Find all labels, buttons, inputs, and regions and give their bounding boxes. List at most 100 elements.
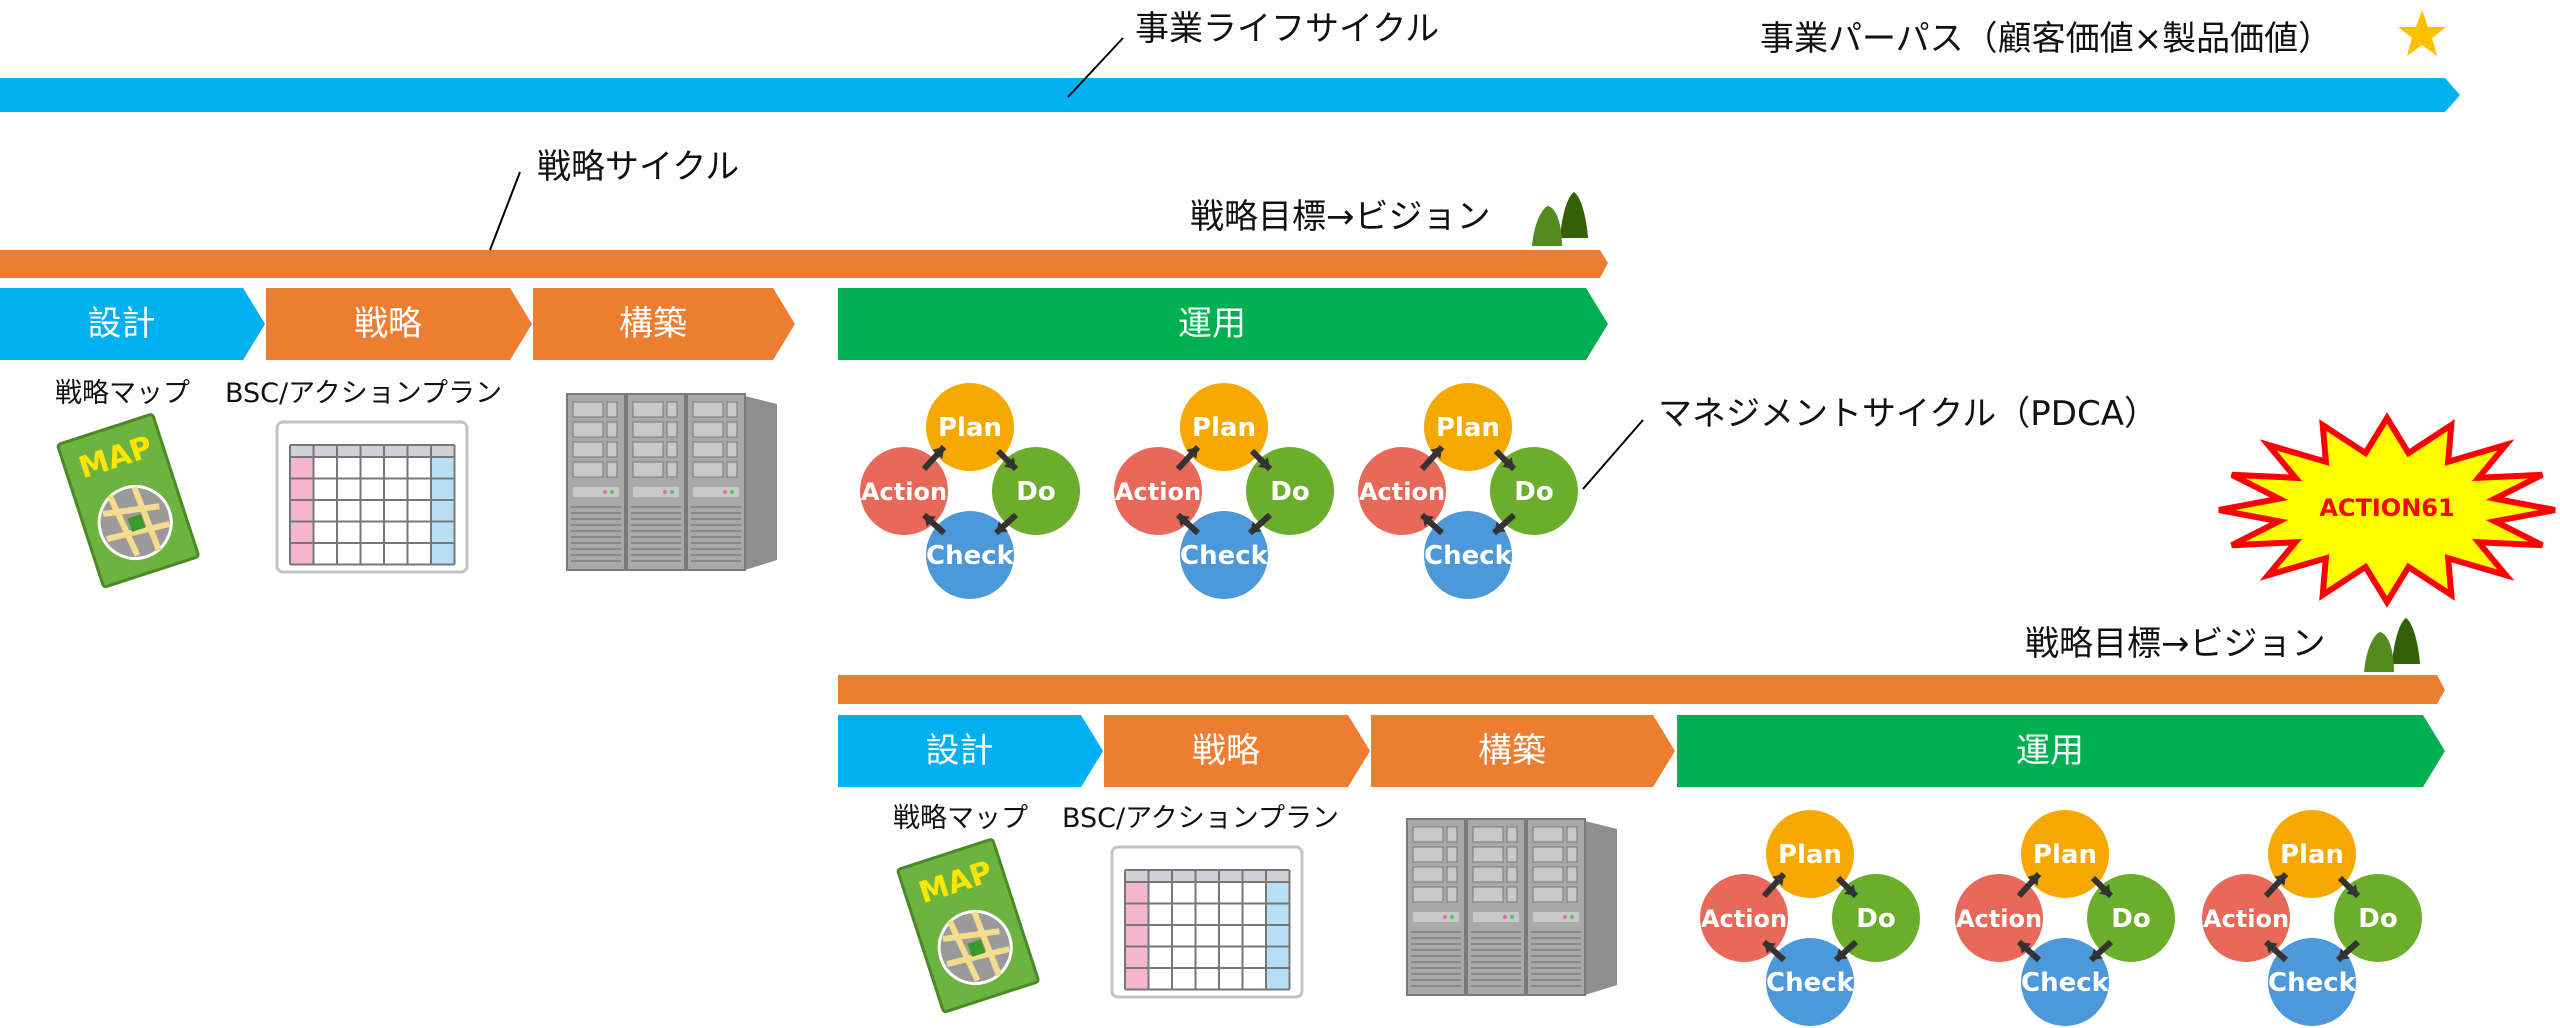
pdca-arrowhead [1430, 447, 1442, 459]
pdca-arrowhead [1422, 515, 1434, 527]
pdca-arrowhead [2346, 884, 2358, 896]
do-text: Do [1270, 477, 1309, 507]
check-text: Check [2021, 968, 2110, 998]
pdca-arrowhead [1250, 521, 1262, 533]
pdca-arrowhead [1186, 447, 1198, 459]
check-circle [1424, 511, 1512, 599]
check-text: Check [926, 541, 1015, 571]
mountain-icon-2 [2364, 618, 2420, 672]
pdca-arrowhead [996, 521, 1008, 533]
strategy-cycle-leader-line [489, 171, 521, 251]
check-circle [926, 511, 1014, 599]
server-rack-icon [1406, 818, 1617, 996]
plan-circle [926, 383, 1014, 471]
plan-text: Plan [938, 413, 1002, 443]
do-text: Do [1856, 904, 1895, 934]
pdca-arrowhead [1258, 457, 1270, 469]
pdca-arrowhead [2091, 948, 2103, 960]
action-text: Action [1359, 478, 1445, 506]
plan-text: Plan [1436, 413, 1500, 443]
plan-text: Plan [2033, 840, 2097, 870]
pdca-arrowhead [1764, 942, 1776, 954]
plan-text: Plan [2280, 840, 2344, 870]
map-book-icon: MAP [896, 838, 1040, 1014]
pdca-arrowhead [1844, 884, 1856, 896]
strategy-map-label: 戦略マップ [55, 378, 190, 409]
bsc-action-plan-label: BSC/アクションプラン [225, 378, 502, 409]
check-circle [1766, 938, 1854, 1026]
strategy-cycle-arrow-2 [838, 675, 2445, 704]
phase-label: 運用 [1178, 304, 1246, 344]
server-rack-icon [566, 393, 777, 571]
pdca-arrowhead [1004, 457, 1016, 469]
pdca-arrowhead [2027, 874, 2039, 886]
check-text: Check [1180, 541, 1269, 571]
plan-circle [2021, 810, 2109, 898]
pdca-arrowhead [1836, 948, 1848, 960]
management-cycle-label: マネジメントサイクル（PDCA） [1658, 394, 2158, 434]
pdca-arrowhead [1494, 521, 1506, 533]
phase-label: 運用 [2016, 731, 2084, 771]
do-text: Do [1016, 477, 1055, 507]
table-sheet-icon [275, 420, 469, 574]
check-text: Check [1424, 541, 1513, 571]
pdca-arrowhead [2019, 942, 2031, 954]
check-text: Check [2268, 968, 2357, 998]
pdca-arrowhead [2266, 942, 2278, 954]
phase-label: 戦略 [1192, 731, 1260, 771]
action-text: Action [861, 478, 947, 506]
check-text: Check [1766, 968, 1855, 998]
action-text: Action [1956, 905, 2042, 933]
map-book-icon: MAP [56, 413, 200, 589]
do-text: Do [1514, 477, 1553, 507]
mountain-icon-1 [1532, 192, 1588, 246]
plan-circle [1424, 383, 1512, 471]
plan-circle [2268, 810, 2356, 898]
action-text: Action [1701, 905, 1787, 933]
strategy-cycle-arrow-1 [0, 250, 1608, 278]
action61-text: ACTION61 [2319, 494, 2455, 522]
star-icon [2398, 10, 2446, 56]
check-circle [2021, 938, 2109, 1026]
strategy-cycle-label: 戦略サイクル [537, 147, 740, 187]
action-text: Action [1115, 478, 1201, 506]
pdca-arrowhead [932, 447, 944, 459]
pdca-arrowhead [2274, 874, 2286, 886]
phase-label: 設計 [925, 731, 994, 771]
pdca-arrowhead [1502, 457, 1514, 469]
management-cycle-leader-line [1582, 419, 1644, 490]
plan-text: Plan [1192, 413, 1256, 443]
phase-label: 戦略 [354, 304, 422, 344]
check-circle [2268, 938, 2356, 1026]
plan-circle [1766, 810, 1854, 898]
vision-label-2: 戦略目標→ビジョン [2025, 624, 2326, 664]
business-lifecycle-leader-line [1067, 37, 1124, 98]
phase-label: 設計 [87, 304, 156, 344]
strategy-map-label: 戦略マップ [893, 803, 1028, 834]
vision-label-1: 戦略目標→ビジョン [1190, 197, 1491, 237]
plan-circle [1180, 383, 1268, 471]
action61-burst [2218, 412, 2556, 608]
pdca-arrowhead [1178, 515, 1190, 527]
check-circle [1180, 511, 1268, 599]
pdca-arrowhead [2338, 948, 2350, 960]
pdca-arrowhead [924, 515, 936, 527]
do-text: Do [2358, 904, 2397, 934]
pdca-arrowhead [2099, 884, 2111, 896]
action-text: Action [2203, 905, 2289, 933]
do-text: Do [2111, 904, 2150, 934]
bsc-action-plan-label: BSC/アクションプラン [1062, 803, 1339, 834]
plan-text: Plan [1778, 840, 1842, 870]
table-sheet-icon [1110, 845, 1304, 999]
phase-label: 構築 [1478, 731, 1546, 771]
pdca-arrowhead [1772, 874, 1784, 886]
phase-label: 構築 [619, 304, 687, 344]
business-purpose-label: 事業パーパス（顧客価値×製品価値） [1760, 19, 2333, 59]
business-lifecycle-label: 事業ライフサイクル [1135, 9, 1440, 49]
